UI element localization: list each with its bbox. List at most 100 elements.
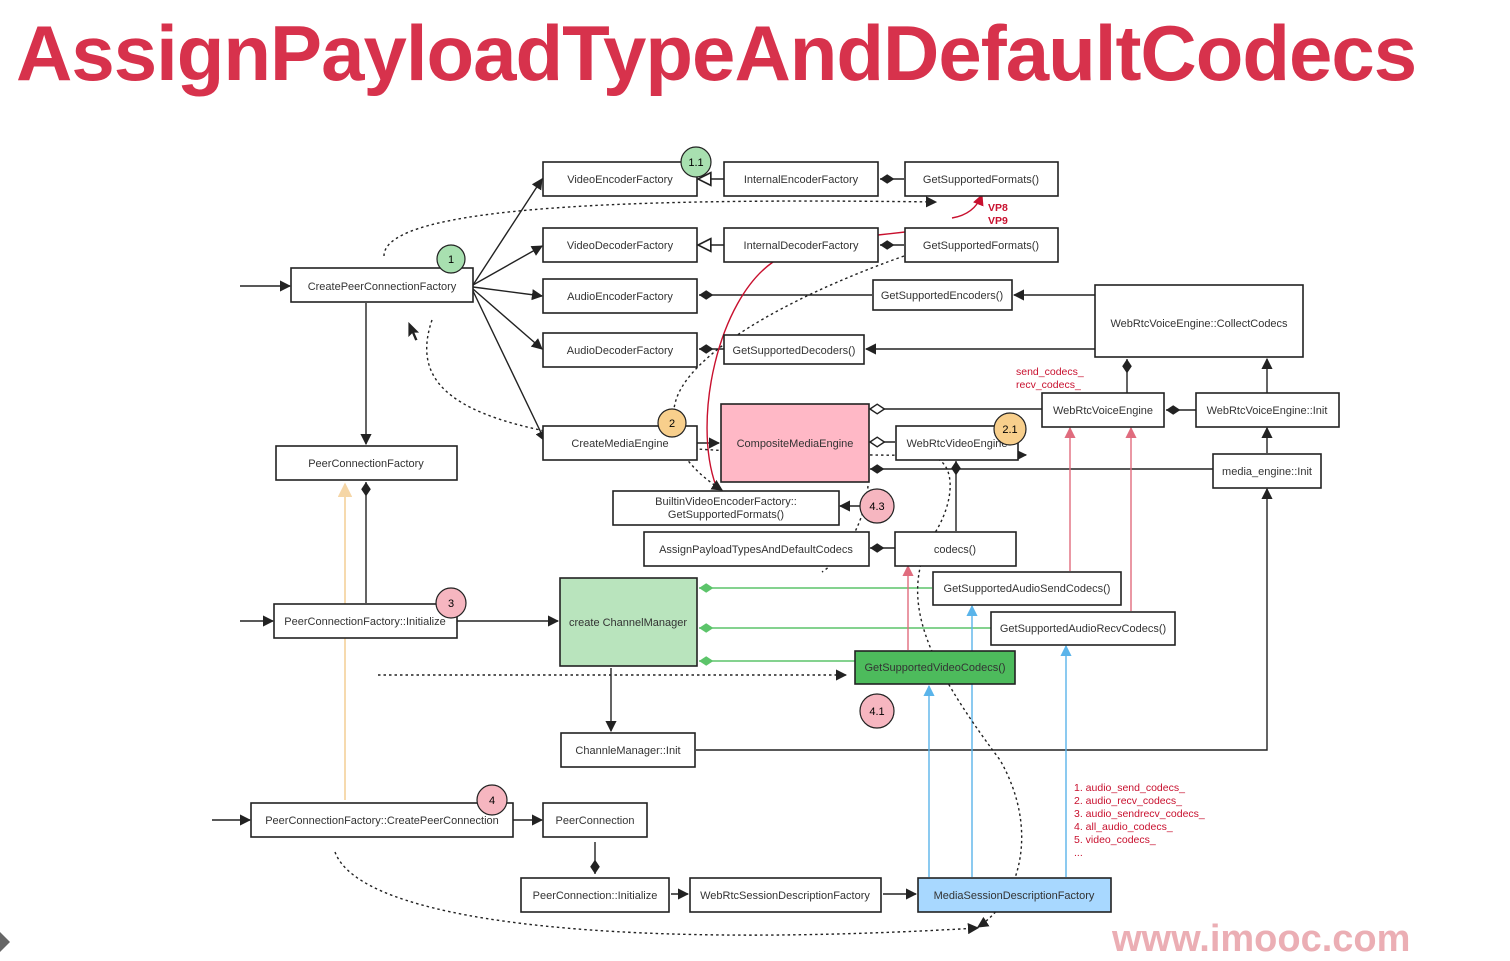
edge-cpcf-audio-decoder-factory: [472, 288, 543, 350]
svg-text:ChannleManager::Init: ChannleManager::Init: [575, 745, 680, 757]
marker-1: 1: [436, 244, 466, 274]
note-recv-codecs: recv_codecs_: [1016, 379, 1081, 391]
edge-dotted-formats-to-builtin: [672, 255, 905, 491]
watermark: www.imooc.com: [1112, 918, 1411, 960]
node-media-session-description-factory: MediaSessionDescriptionFactory: [917, 877, 1112, 913]
edge-cpcf-video-decoder-factory: [472, 245, 543, 286]
node-create-peer-connection-factory: CreatePeerConnectionFactory: [290, 267, 474, 303]
edge-cpcf-video-encoder-factory: [472, 178, 543, 286]
svg-text:PeerConnectionFactory::CreateP: PeerConnectionFactory::CreatePeerConnect…: [265, 815, 499, 827]
node-webrtc-voice-engine-init: WebRtcVoiceEngine::Init: [1195, 392, 1340, 428]
note-list-3: 3. audio_sendrecv_codecs_: [1074, 808, 1205, 820]
svg-text:GetSupportedAudioRecvCodecs(): GetSupportedAudioRecvCodecs(): [1000, 623, 1166, 635]
node-video-encoder-factory: VideoEncoderFactory: [542, 161, 698, 197]
node-audio-encoder-factory: AudioEncoderFactory: [542, 278, 698, 314]
step-markers: 1.1 1 2 2.1 4.3 3 4.1 4: [435, 146, 1027, 816]
marker-4-3: 4.3: [859, 488, 895, 524]
marker-2: 2: [657, 408, 687, 438]
marker-2-1: 2.1: [993, 412, 1027, 446]
marker-4-1: 4.1: [859, 693, 895, 729]
svg-text:PeerConnection: PeerConnection: [556, 815, 635, 827]
node-get-supported-audio-recv-codecs: GetSupportedAudioRecvCodecs(): [990, 611, 1176, 646]
svg-text:WebRtcVideoEngine: WebRtcVideoEngine: [906, 438, 1007, 450]
svg-text:AudioEncoderFactory: AudioEncoderFactory: [567, 291, 673, 303]
page-title: AssignPayloadTypeAndDefaultCodecs: [16, 9, 1417, 97]
note-list-4: 4. all_audio_codecs_: [1074, 821, 1173, 833]
svg-text:1.1: 1.1: [688, 157, 703, 169]
svg-text:4.1: 4.1: [869, 706, 884, 718]
marker-4: 4: [476, 784, 508, 816]
svg-text:GetSupportedDecoders(): GetSupportedDecoders(): [733, 345, 856, 357]
svg-text:1: 1: [448, 254, 454, 266]
node-get-supported-formats-dec: GetSupportedFormats(): [904, 227, 1059, 263]
node-webrtc-voice-engine: WebRtcVoiceEngine: [1041, 392, 1165, 428]
note-send-codecs: send_codecs_: [1016, 366, 1084, 378]
edge-cpcf-audio-encoder-factory: [472, 286, 544, 301]
edge-red-internal-decoder-to-builtin: [706, 261, 774, 487]
node-audio-decoder-factory: AudioDecoderFactory: [542, 332, 698, 368]
note-list-5: 5. video_codecs_: [1074, 834, 1156, 846]
annotations: VP8 VP9 send_codecs_ recv_codecs_ 1. aud…: [988, 202, 1205, 859]
edge-red-formats-to-vp: [951, 193, 984, 219]
svg-text:VideoDecoderFactory: VideoDecoderFactory: [567, 240, 674, 252]
svg-text:VideoEncoderFactory: VideoEncoderFactory: [567, 174, 673, 186]
node-media-engine-init: media_engine::Init: [1212, 453, 1322, 489]
svg-text:2: 2: [669, 418, 675, 430]
svg-text:BuiltinVideoEncoderFactory::: BuiltinVideoEncoderFactory::: [655, 496, 797, 508]
note-list-more: ...: [1074, 847, 1083, 859]
marker-3: 3: [435, 587, 467, 619]
note-list-1: 1. audio_send_codecs_: [1074, 782, 1185, 794]
svg-text:codecs(): codecs(): [934, 544, 976, 556]
svg-text:4: 4: [489, 795, 495, 807]
svg-text:create ChannelManager: create ChannelManager: [569, 617, 687, 629]
node-get-supported-formats-enc: GetSupportedFormats(): [904, 161, 1059, 197]
svg-text:GetSupportedEncoders(): GetSupportedEncoders(): [881, 290, 1003, 302]
svg-text:InternalDecoderFactory: InternalDecoderFactory: [744, 240, 859, 252]
node-assign-payload-types: AssignPayloadTypesAndDefaultCodecs: [643, 531, 870, 567]
node-codecs: codecs(): [894, 531, 1017, 567]
svg-text:AudioDecoderFactory: AudioDecoderFactory: [567, 345, 674, 357]
note-vp8: VP8: [988, 202, 1008, 214]
play-icon: [0, 932, 10, 952]
node-get-supported-audio-send-codecs: GetSupportedAudioSendCodecs(): [932, 571, 1122, 606]
svg-text:PeerConnection::Initialize: PeerConnection::Initialize: [533, 890, 658, 902]
svg-text:3: 3: [448, 598, 454, 610]
svg-text:CreatePeerConnectionFactory: CreatePeerConnectionFactory: [308, 281, 457, 293]
svg-text:WebRtcSessionDescriptionFactor: WebRtcSessionDescriptionFactory: [700, 890, 870, 902]
edge-red-formats-dec-link: [877, 231, 906, 236]
svg-text:InternalEncoderFactory: InternalEncoderFactory: [744, 174, 859, 186]
svg-text:2.1: 2.1: [1002, 424, 1017, 436]
node-internal-encoder-factory: InternalEncoderFactory: [723, 161, 879, 197]
connectors: [212, 178, 1273, 936]
edge-cpcf-create-media-engine: [472, 290, 546, 443]
svg-text:WebRtcVoiceEngine::CollectCode: WebRtcVoiceEngine::CollectCodecs: [1110, 318, 1288, 330]
svg-text:GetSupportedFormats(): GetSupportedFormats(): [668, 509, 784, 521]
svg-text:GetSupportedVideoCodecs(): GetSupportedVideoCodecs(): [864, 662, 1005, 674]
node-get-supported-encoders: GetSupportedEncoders(): [872, 279, 1013, 311]
svg-text:PeerConnectionFactory: PeerConnectionFactory: [308, 458, 424, 470]
node-peer-connection-factory-create-pc: PeerConnectionFactory::CreatePeerConnect…: [250, 802, 514, 838]
svg-text:PeerConnectionFactory::Initial: PeerConnectionFactory::Initialize: [284, 616, 445, 628]
svg-text:media_engine::Init: media_engine::Init: [1222, 466, 1312, 478]
note-list-2: 2. audio_recv_codecs_: [1074, 795, 1182, 807]
svg-text:GetSupportedFormats(): GetSupportedFormats(): [923, 174, 1039, 186]
cursor-icon: [407, 320, 421, 342]
node-peer-connection: PeerConnection: [542, 802, 648, 838]
svg-text:AssignPayloadTypesAndDefaultCo: AssignPayloadTypesAndDefaultCodecs: [659, 544, 853, 556]
svg-text:GetSupportedFormats(): GetSupportedFormats(): [923, 240, 1039, 252]
svg-text:GetSupportedAudioSendCodecs(): GetSupportedAudioSendCodecs(): [944, 583, 1111, 595]
svg-text:WebRtcVoiceEngine::Init: WebRtcVoiceEngine::Init: [1207, 405, 1328, 417]
edge-channel-manager-init-to-media-init: [696, 487, 1273, 751]
edge-dotted-loop-43: [821, 485, 869, 573]
marker-1-1: 1.1: [680, 146, 712, 178]
nodes: VideoEncoderFactory InternalEncoderFacto…: [250, 161, 1340, 913]
node-peer-connection-factory: PeerConnectionFactory: [275, 445, 458, 481]
note-vp9: VP9: [988, 215, 1008, 227]
node-webrtc-voice-engine-collect-codecs: WebRtcVoiceEngine::CollectCodecs: [1094, 284, 1304, 358]
edge-dotted-video-engine-down: [905, 455, 1023, 928]
node-peer-connection-initialize: PeerConnection::Initialize: [520, 877, 670, 913]
node-composite-media-engine: CompositeMediaEngine: [720, 403, 870, 483]
svg-text:CompositeMediaEngine: CompositeMediaEngine: [737, 438, 854, 450]
svg-text:4.3: 4.3: [869, 501, 884, 513]
